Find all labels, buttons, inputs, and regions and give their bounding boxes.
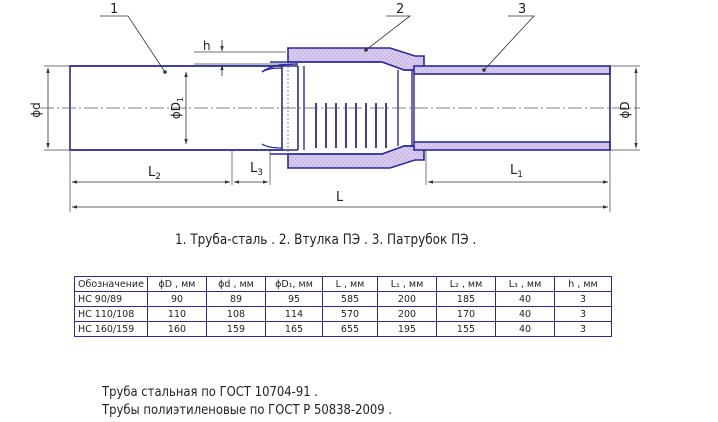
col-header: L , мм <box>322 276 378 292</box>
callout-leaders <box>100 15 535 73</box>
callout-1: 1 <box>110 2 118 17</box>
dim-L1: L1 <box>510 163 523 180</box>
table-cell: 165 <box>265 321 323 337</box>
dim-D1-main: ϕD <box>169 102 183 119</box>
table-cell: НС 90/89 <box>74 291 148 307</box>
dim-L: L <box>336 190 344 205</box>
pe-sleeve <box>261 47 425 169</box>
table-cell: 3 <box>554 291 612 307</box>
col-header: ϕd , мм <box>206 276 266 292</box>
table-cell: НС 110/108 <box>74 306 148 322</box>
dim-L2-main: L <box>148 165 156 180</box>
table-cell: 160 <box>147 321 207 337</box>
table-cell: 200 <box>377 306 437 322</box>
dim-L3-main: L <box>250 161 258 176</box>
col-header: L₃ , мм <box>495 276 555 292</box>
col-header: L₂ , мм <box>436 276 496 292</box>
table-cell: 570 <box>322 306 378 322</box>
table-cell: 585 <box>322 291 378 307</box>
pipe-connection-drawing: 1 2 3 h ϕd ϕD1 ϕD L2 L3 L1 L <box>29 2 640 212</box>
table-cell: 195 <box>377 321 437 337</box>
table-cell: 3 <box>554 306 612 322</box>
dim-D1-label: ϕD1 <box>169 97 185 119</box>
dim-L2: L2 <box>148 165 161 182</box>
table-cell: 108 <box>206 306 266 322</box>
col-header: L₁ , мм <box>377 276 437 292</box>
table-cell: 170 <box>436 306 496 322</box>
note-steel-pipe-standard: Труба стальная по ГОСТ 10704-91 . <box>102 384 318 400</box>
table-cell: 3 <box>554 321 612 337</box>
dim-D1-sub: 1 <box>176 97 185 102</box>
table-cell: 90 <box>147 291 207 307</box>
dim-h: h <box>203 39 211 53</box>
table-row: НС 110/108 110 108 114 570 200 170 40 3 <box>74 306 612 322</box>
col-header: ϕD₁, мм <box>265 276 323 292</box>
table-cell: 155 <box>436 321 496 337</box>
pe-branch-pipe <box>413 65 611 151</box>
dim-D1: ϕD1 <box>169 97 185 119</box>
spec-table: Обозначение ϕD , мм ϕd , мм ϕD₁, мм L , … <box>74 276 612 337</box>
table-cell: 200 <box>377 291 437 307</box>
note-pe-pipe-standard: Трубы полиэтиленовые по ГОСТ Р 50838-200… <box>102 402 393 418</box>
table-cell: 185 <box>436 291 496 307</box>
table-cell: НС 160/159 <box>74 321 148 337</box>
col-header: ϕD , мм <box>147 276 207 292</box>
table-row: НС 160/159 160 159 165 655 195 155 40 3 <box>74 321 612 337</box>
dim-L2-sub: 2 <box>155 172 161 182</box>
col-header: Обозначение <box>74 276 148 292</box>
dim-d: ϕd <box>29 102 43 118</box>
table-cell: 655 <box>322 321 378 337</box>
extension-lines <box>44 51 640 212</box>
steel-pipe <box>69 63 299 151</box>
table-row: НС 90/89 90 89 95 585 200 185 40 3 <box>74 291 612 307</box>
dim-L1-sub: 1 <box>517 170 523 180</box>
dim-L3: L3 <box>250 161 263 178</box>
table-cell: 40 <box>495 321 555 337</box>
table-cell: 40 <box>495 306 555 322</box>
dimension-lines <box>46 40 638 209</box>
dim-L3-sub: 3 <box>257 168 263 178</box>
table-header-row: Обозначение ϕD , мм ϕd , мм ϕD₁, мм L , … <box>74 276 612 292</box>
table-cell: 89 <box>206 291 266 307</box>
table-cell: 95 <box>265 291 323 307</box>
callout-3: 3 <box>518 2 526 17</box>
table-cell: 159 <box>206 321 266 337</box>
dim-D: ϕD <box>618 101 632 118</box>
table-cell: 114 <box>265 306 323 322</box>
callout-2: 2 <box>396 2 404 17</box>
col-header: h , мм <box>554 276 612 292</box>
parts-legend: 1. Труба-сталь . 2. Втулка ПЭ . 3. Патру… <box>175 232 477 248</box>
dim-L1-main: L <box>510 163 518 178</box>
table-cell: 110 <box>147 306 207 322</box>
table-cell: 40 <box>495 291 555 307</box>
